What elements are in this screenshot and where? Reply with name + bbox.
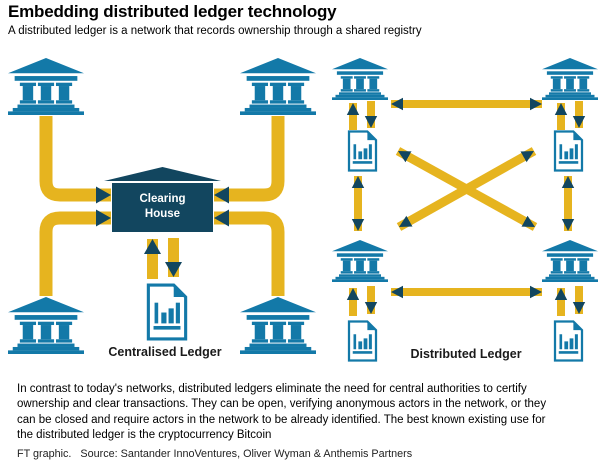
body-line: In contrast to today's networks, distrib…	[17, 383, 527, 395]
centralised-ledger-diagram	[8, 58, 316, 354]
centralised-ledger-caption: Centralised Ledger	[108, 345, 222, 359]
arrow-peer-diagonal	[395, 147, 469, 193]
bank-icon	[332, 240, 388, 282]
bank-icon	[542, 58, 598, 100]
bank-icon	[8, 58, 84, 115]
body-paragraph: In contrast to today's networks, distrib…	[17, 382, 546, 444]
source-text: Source: Santander InnoVentures, Oliver W…	[80, 448, 413, 460]
page-title: Embedding distributed ledger technology	[8, 2, 337, 21]
ft-credit: FT graphic.	[17, 448, 72, 460]
ledger-document-icon	[553, 130, 584, 172]
bank-icon	[542, 240, 598, 282]
distributed-ledger-diagram	[332, 58, 598, 362]
body-line: can be closed and require actors in the …	[17, 413, 546, 426]
ledger-document-icon	[146, 283, 188, 341]
body-line: ownership and clear transactions. They c…	[17, 398, 547, 411]
clearing-house-roof	[104, 167, 221, 181]
bank-icon	[240, 58, 316, 115]
arrow-bank-to-hub	[214, 209, 285, 296]
arrow-bank-to-hub	[39, 209, 111, 296]
arrow-bank-to-hub	[39, 116, 111, 204]
arrow-peer-diagonal	[464, 147, 537, 193]
distributed-ledger-caption: Distributed Ledger	[410, 347, 522, 361]
body-line: the distributed ledger is the cryptocurr…	[17, 429, 272, 442]
arrow-bank-to-hub	[214, 116, 285, 204]
arrow-peer-diagonal	[464, 185, 538, 231]
arrow-peer-diagonal	[396, 185, 469, 231]
clearing-house-body	[112, 183, 213, 232]
clearing-house-box	[104, 167, 221, 232]
source-credit: FT graphic. Source: Santander InnoVenture…	[17, 448, 412, 460]
page-subtitle: A distributed ledger is a network that r…	[8, 25, 422, 37]
clearing-house-label: Clearing House	[139, 192, 186, 220]
ledger-document-icon	[347, 130, 378, 172]
bank-icon	[332, 58, 388, 100]
